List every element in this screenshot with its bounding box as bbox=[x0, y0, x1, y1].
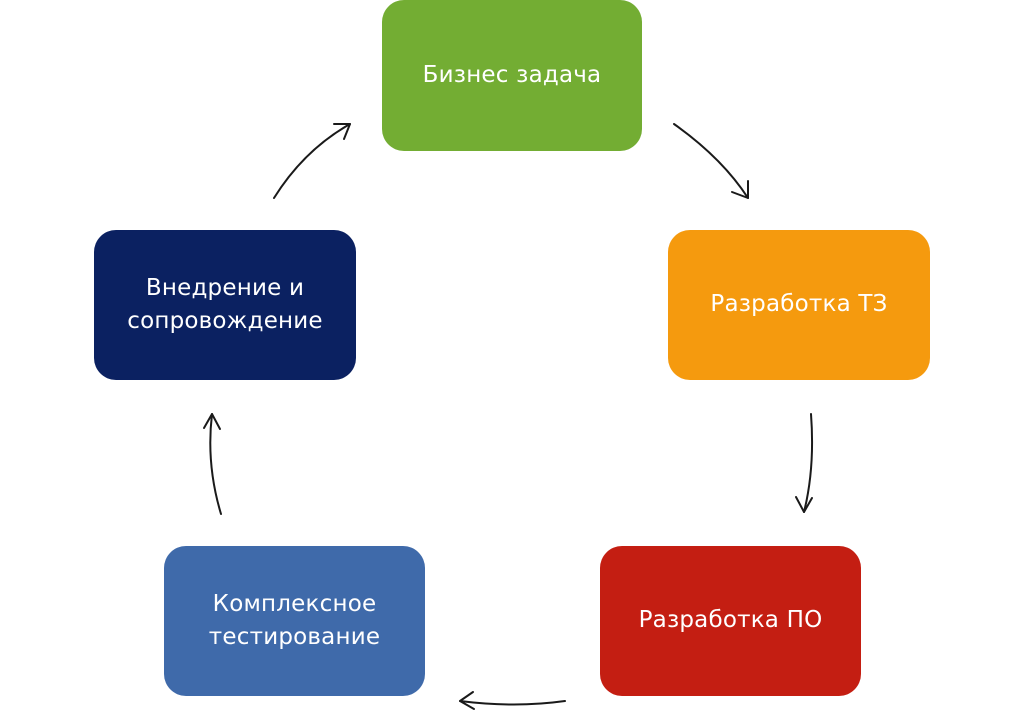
node-spec-development-label: Разработка ТЗ bbox=[710, 291, 888, 318]
node-business-task: Бизнес задача bbox=[382, 0, 642, 151]
arrow-tz-to-dev bbox=[795, 413, 814, 513]
node-spec-development: Разработка ТЗ bbox=[668, 230, 930, 380]
node-integration-testing-label: Комплексное тестирование bbox=[208, 590, 381, 650]
node-software-development: Разработка ПО bbox=[600, 546, 861, 696]
node-software-development-label: Разработка ПО bbox=[638, 607, 823, 634]
arrow-business-to-tz bbox=[673, 123, 749, 199]
node-business-task-label: Бизнес задача bbox=[422, 61, 602, 88]
arrow-test-to-deploy bbox=[203, 413, 222, 515]
node-integration-testing: Комплексное тестирование bbox=[164, 546, 425, 696]
arrow-dev-to-test bbox=[459, 691, 566, 710]
node-deployment-support-label: Внедрение и сопровождение bbox=[127, 274, 323, 334]
node-deployment-support: Внедрение и сопровождение bbox=[94, 230, 356, 380]
arrow-deploy-to-business bbox=[273, 123, 351, 199]
